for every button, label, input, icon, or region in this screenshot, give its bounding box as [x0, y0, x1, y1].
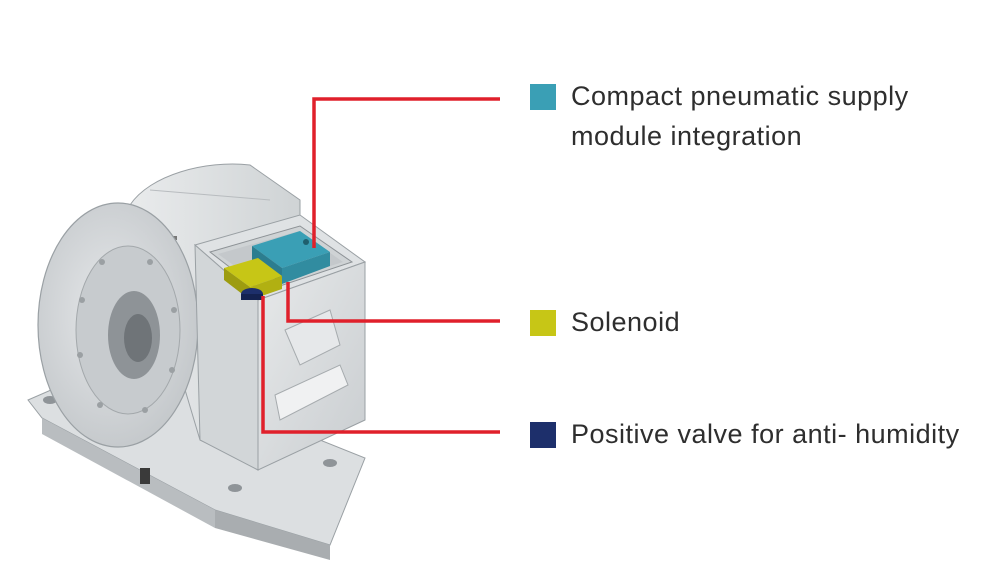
leader-lines [261, 97, 500, 434]
leader-line-pneumatic [312, 97, 500, 248]
legend-label-pneumatic-line1: Compact pneumatic supply [571, 81, 909, 111]
leader-line-solenoid [286, 282, 500, 323]
legend-label-solenoid: Solenoid [571, 307, 681, 337]
legend-swatch-valve [530, 422, 556, 448]
anti-humidity-valve [241, 288, 263, 300]
leader-line-valve [261, 296, 500, 434]
legend-label-pneumatic-line2: module integration [571, 121, 803, 151]
legend-label-valve: Positive valve for anti- humidity [571, 419, 960, 449]
legend-swatch-pneumatic [530, 84, 556, 110]
legend-swatch-solenoid [530, 310, 556, 336]
front-flange [37, 202, 199, 448]
